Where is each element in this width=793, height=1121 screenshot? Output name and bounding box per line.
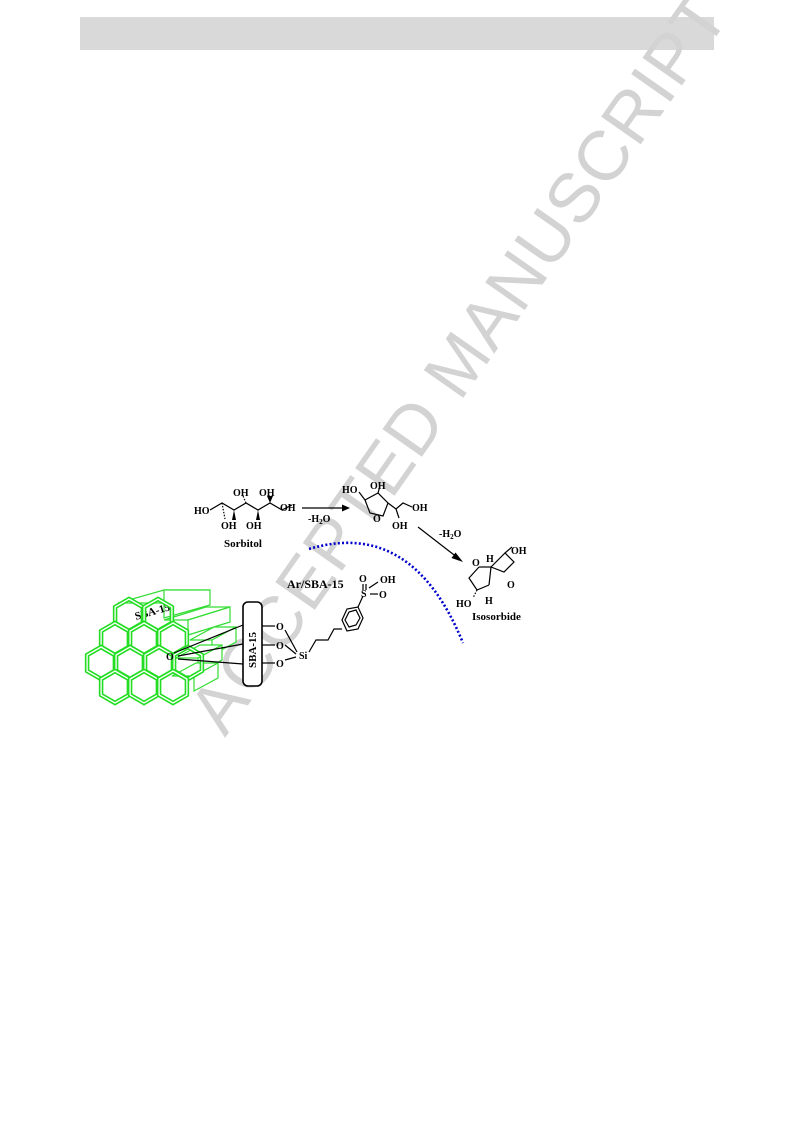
- isosorbide-atom-oh: OH: [511, 546, 527, 557]
- sulfophenyl-group: OH S O O: [341, 574, 396, 632]
- step2-reagent: -H2O: [439, 529, 462, 541]
- intermediate-atom-o: O: [373, 514, 381, 525]
- isosorbide-atom-h-2: H: [485, 596, 493, 607]
- sorbitol-atom-oh-5: OH: [246, 521, 262, 532]
- honeycomb-cell-highlight: [158, 670, 188, 704]
- intermediate-atom-oh-1: OH: [370, 481, 386, 492]
- catalyst-atom-si: Si: [299, 651, 308, 662]
- isosorbide-atom-h-1: H: [486, 554, 494, 565]
- honeycomb-cell: [127, 668, 161, 706]
- catalyst-atom-o-3: O: [276, 659, 284, 670]
- catalyst-atom-o-inner: O: [166, 652, 174, 663]
- intermediate-atom-ho: HO: [342, 485, 358, 496]
- sorbitol-label: Sorbitol: [224, 538, 262, 550]
- catalyst-atom-o-1: O: [276, 622, 284, 633]
- sorbitol-structure: OH OH OH HO OH OH Sorbitol: [194, 488, 296, 550]
- catalyst-label: Ar/SBA-15: [287, 577, 344, 591]
- sorbitol-atom-oh-1: OH: [233, 488, 249, 499]
- honeycomb-cell: [98, 668, 132, 706]
- intermediate-structure: HO OH O OH OH: [342, 481, 428, 532]
- catalyst-atom-o-top: O: [359, 574, 367, 585]
- isosorbide-atom-o-1: O: [472, 558, 480, 569]
- support-block-label: SBA-15: [247, 631, 259, 668]
- catalyst-atom-o-2: O: [276, 641, 284, 652]
- sorbitol-atom-oh-3: OH: [280, 503, 296, 514]
- isosorbide-atom-ho: HO: [456, 599, 472, 610]
- sorbitol-atom-oh-4: OH: [221, 521, 237, 532]
- catalyst-atom-o-right: O: [379, 590, 387, 601]
- intermediate-atom-oh-2: OH: [412, 503, 428, 514]
- catalyst-dotted-arc: [308, 541, 465, 644]
- silane-linker: O O O Si: [262, 622, 342, 670]
- support-block: SBA-15: [242, 601, 263, 687]
- isosorbide-structure: OH H O O H HO Isosorbide: [456, 546, 527, 623]
- isosorbide-atom-o-2: O: [507, 580, 515, 591]
- sorbitol-atom-oh-2: OH: [259, 488, 275, 499]
- step1-reagent: -H2O: [308, 514, 331, 526]
- intermediate-atom-oh-3: OH: [392, 521, 408, 532]
- catalyst-atom-oh: OH: [380, 575, 396, 586]
- sba15-honeycomb: [84, 596, 205, 706]
- header-bar: [80, 17, 714, 50]
- catalyst-atom-s: S: [361, 589, 367, 600]
- step2-arrow: -H2O: [417, 526, 463, 562]
- sorbitol-atom-ho: HO: [194, 506, 210, 517]
- isosorbide-label: Isosorbide: [472, 611, 521, 623]
- connection-lines: O: [166, 624, 244, 665]
- step1-arrow: -H2O: [302, 504, 350, 526]
